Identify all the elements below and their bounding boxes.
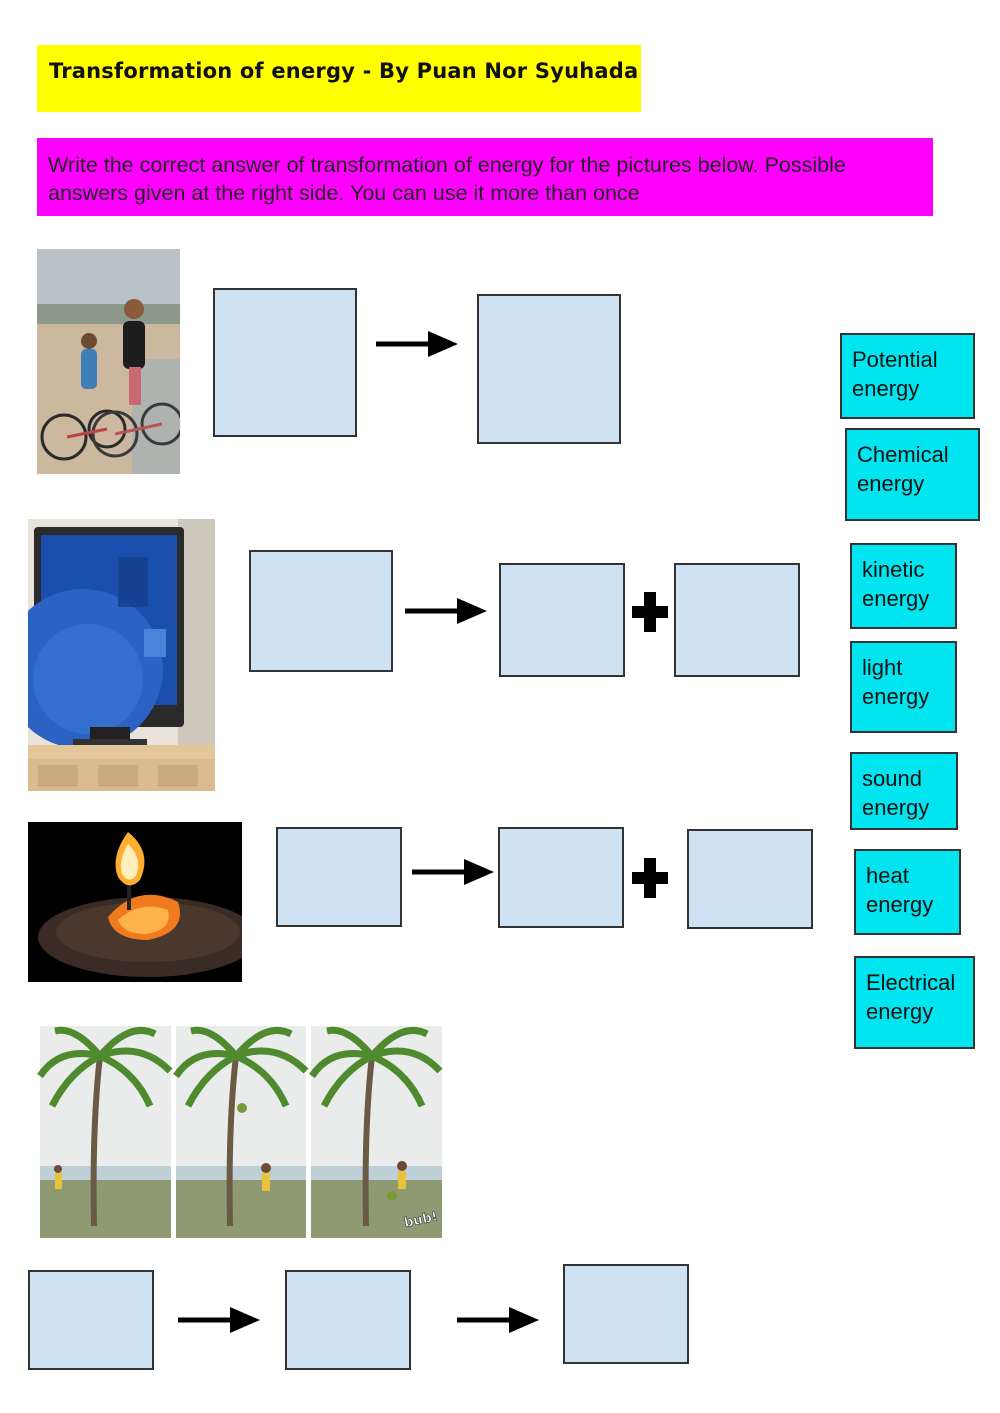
- arrow-icon: [178, 1307, 260, 1333]
- answer-box-q4-3[interactable]: [563, 1264, 689, 1364]
- arrow-icon: [457, 1307, 539, 1333]
- option-sound-energy[interactable]: sound energy: [850, 752, 958, 830]
- answer-box-q1-2[interactable]: [477, 294, 621, 444]
- arrow-icon: [376, 331, 458, 357]
- plus-icon: [632, 858, 668, 898]
- answer-box-q4-1[interactable]: [28, 1270, 154, 1370]
- page-title: Transformation of energy - By Puan Nor S…: [37, 45, 641, 112]
- answer-box-q2-1[interactable]: [249, 550, 393, 672]
- candle-picture: [28, 822, 242, 982]
- option-light-energy[interactable]: light energy: [850, 641, 957, 733]
- option-potential-energy[interactable]: Potential energy: [840, 333, 975, 419]
- sound-effect-label: bub!: [403, 1209, 439, 1231]
- option-electrical-energy[interactable]: Electrical energy: [854, 956, 975, 1049]
- answer-box-q2-3[interactable]: [674, 563, 800, 677]
- answer-box-q3-2[interactable]: [498, 827, 624, 928]
- plus-icon: [632, 592, 668, 632]
- option-heat-energy[interactable]: heat energy: [854, 849, 961, 935]
- instructions: Write the correct answer of transformati…: [37, 138, 933, 216]
- answer-box-q2-2[interactable]: [499, 563, 625, 677]
- coconut-picture: bub!: [30, 1016, 448, 1240]
- answer-box-q1-1[interactable]: [213, 288, 357, 437]
- answer-box-q3-1[interactable]: [276, 827, 402, 927]
- answer-box-q3-3[interactable]: [687, 829, 813, 929]
- tv-picture: [28, 519, 215, 791]
- option-chemical-energy[interactable]: Chemical energy: [845, 428, 980, 521]
- bicycle-picture: [37, 249, 180, 474]
- answer-box-q4-2[interactable]: [285, 1270, 411, 1370]
- arrow-icon: [412, 859, 494, 885]
- option-kinetic-energy[interactable]: kinetic energy: [850, 543, 957, 629]
- arrow-icon: [405, 598, 487, 624]
